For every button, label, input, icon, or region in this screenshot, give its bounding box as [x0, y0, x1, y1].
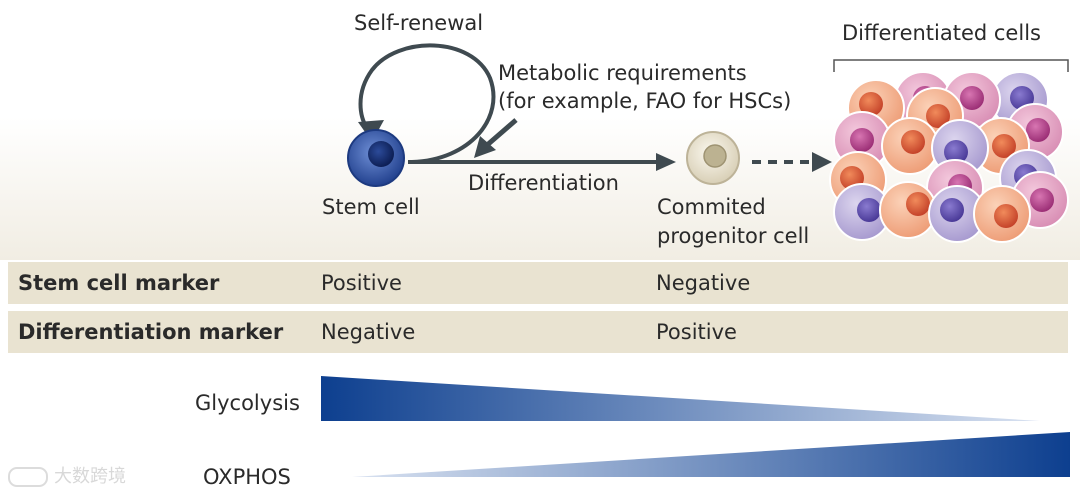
stem-cell-label: Stem cell [322, 195, 420, 219]
metabolic-arrowhead [474, 136, 496, 158]
self-renewal-label: Self-renewal [354, 11, 484, 35]
metabolic-arrow [484, 118, 518, 148]
metabolic-label-line1: Metabolic requirements [498, 61, 747, 85]
metabolism-wedges [321, 376, 1070, 477]
table-row: Differentiation marker Negative Positive [8, 311, 1068, 353]
progenitor-value: Negative [656, 271, 751, 295]
differentiated-bracket [833, 59, 1069, 72]
watermark: 大数跨境 [8, 466, 126, 488]
dotted-arrowhead [812, 152, 832, 172]
lineage-diagram [347, 43, 1069, 243]
oxphos-wedge [352, 432, 1070, 477]
glycolysis-label: Glycolysis [195, 391, 300, 415]
self-renewal-arrow [358, 43, 496, 164]
row-header: Differentiation marker [18, 320, 284, 344]
stem-value: Negative [321, 320, 416, 344]
differentiation-arrowhead [656, 153, 676, 171]
watermark-logo-icon [8, 467, 48, 487]
glycolysis-wedge [321, 376, 1040, 421]
differentiated-cells-label: Differentiated cells [842, 21, 1041, 45]
differentiation-label: Differentiation [468, 171, 619, 195]
progenitor-cell-icon [686, 131, 740, 185]
oxphos-label: OXPHOS [203, 465, 291, 489]
progenitor-value: Positive [656, 320, 737, 344]
stem-value: Positive [321, 271, 402, 295]
differentiated-cells-cluster-icon [829, 71, 1069, 243]
watermark-text: 大数跨境 [54, 466, 126, 487]
row-header: Stem cell marker [18, 271, 220, 295]
metabolic-label-line2: (for example, FAO for HSCs) [498, 89, 792, 113]
stem-cell-icon [347, 129, 405, 187]
progenitor-label-line1: Commited [657, 195, 766, 219]
table-row: Stem cell marker Positive Negative [8, 262, 1068, 304]
progenitor-label-line2: progenitor cell [657, 224, 810, 248]
